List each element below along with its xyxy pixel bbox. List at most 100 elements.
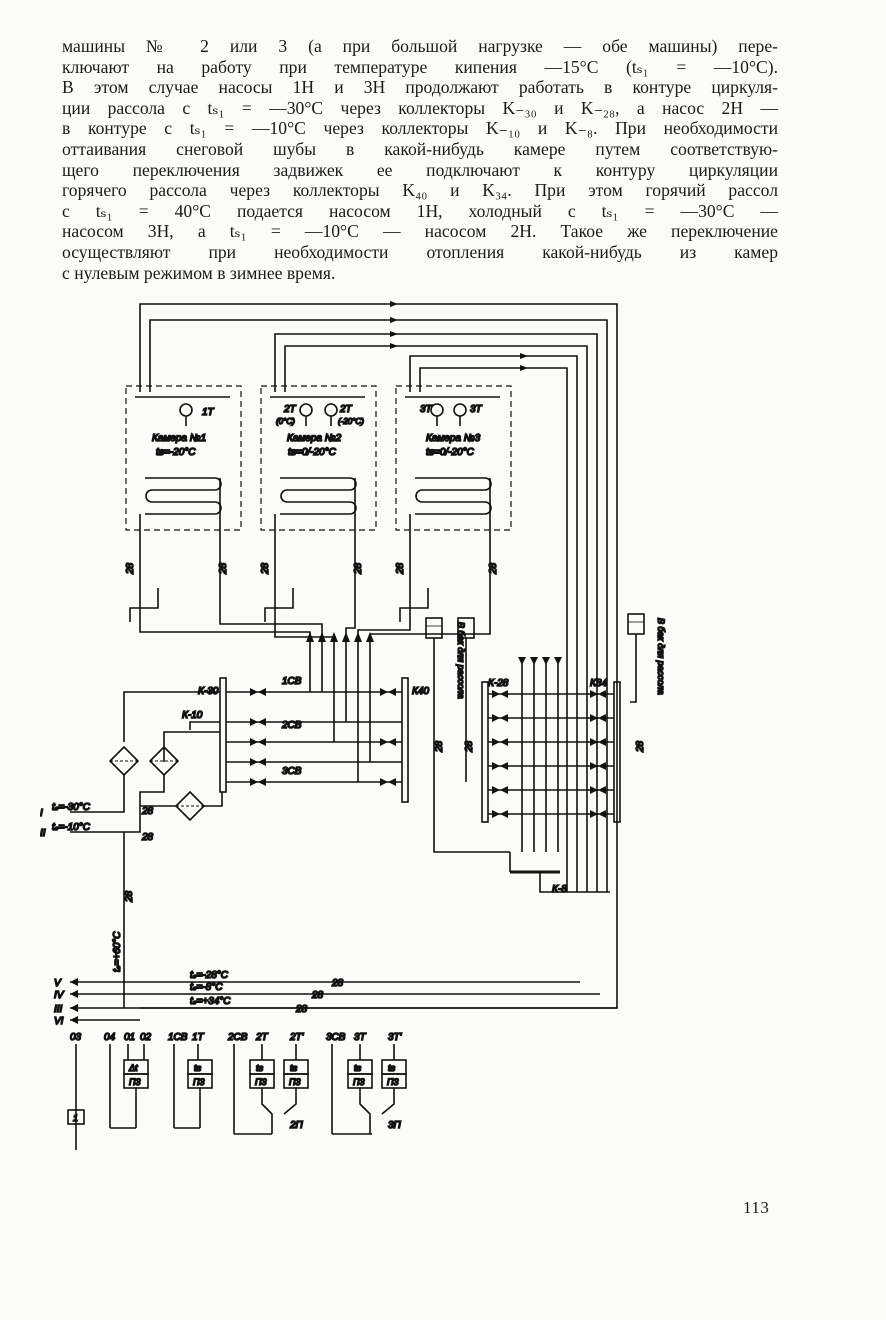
relay-label: 3П (388, 1120, 402, 1131)
text-line: оттаивания снеговой шубы в какой-нибудь … (62, 138, 778, 159)
pipe-label: 28 (488, 562, 499, 575)
text-line: с нулевым режимом в зимнее время. (62, 262, 336, 283)
pipe-label: 28 (125, 562, 136, 575)
pipe-size-labels: 28 28 28 28 28 28 (124, 562, 500, 576)
valve-label: 2СВ (281, 720, 302, 731)
chamber-name: Камера №1 (152, 433, 206, 444)
pipe-label: 28 (295, 1004, 308, 1015)
collector-label: К-28 (488, 678, 509, 689)
text-line: щего переключения задвижек ее подключают… (62, 159, 778, 180)
pipe-label: 28 (141, 806, 154, 817)
pipe-label: 28 (141, 832, 154, 843)
box-top: tв (194, 1063, 202, 1073)
box-bottom: П3 (353, 1077, 365, 1087)
tank-label: В бак для рассола (456, 622, 466, 699)
box-top: tв (388, 1063, 396, 1073)
sensor-label: 2Т (339, 404, 353, 415)
text-line: В этом случае насосы 1Н и 3Н продолжают … (62, 77, 778, 98)
text-line: ции рассола с tₛ₁ = —30°С через коллекто… (62, 97, 778, 118)
box-top: Δt (128, 1063, 138, 1073)
sensor-label: 1Т (202, 407, 215, 418)
tank-label: В бак для рассола (656, 618, 666, 695)
outlet-temp: tₛ=+34°С (190, 996, 231, 1007)
body-paragraph: машины № 2 или 3 (а при большой нагрузке… (62, 36, 778, 283)
collector-label: К-10 (182, 710, 203, 721)
inlet-temp: tₛ=-10°С (52, 822, 91, 833)
chamber-name: Камера №3 (426, 433, 481, 444)
collector-label: К40 (412, 686, 429, 697)
signal-label: 1СВ (168, 1032, 188, 1043)
vertical-temp: tₛ=+60°С (112, 931, 123, 972)
sensor-label: 2Т (283, 404, 297, 415)
pipe-label: 28 (635, 740, 646, 753)
valve-label: 3СВ (282, 766, 302, 777)
chamber-temp: tв=0/-20°С (288, 447, 337, 458)
brine-tank-right: В бак для рассола (627, 613, 667, 703)
signal-label: 1Т (192, 1032, 205, 1043)
chamber-temp: tв=-20°С (156, 447, 196, 458)
signal-label: 04 (104, 1032, 116, 1043)
pipe-size-labels-right: 28 28 28 (433, 740, 647, 754)
sensor-label: 3Т (470, 404, 483, 415)
outlet-roman: VI (54, 1016, 64, 1027)
pipe-label: 28 (331, 978, 344, 989)
sensor-note: (-20°С) (338, 417, 364, 426)
flow-arrows (390, 301, 528, 371)
valve-label: 1СВ (282, 676, 302, 687)
signal-label: 01 (124, 1032, 135, 1043)
filters-and-inlets: I tₛ=-30°С II tₛ=-10°С 28 28 28 tₛ=+60°С (40, 745, 223, 1008)
inlet-temp: tₛ=-30°С (52, 802, 91, 813)
signal-label: 03 (70, 1032, 82, 1043)
inlet-roman: I (40, 808, 43, 819)
text-line: в контуре с tₛ₁ = —10°С через коллекторы… (62, 118, 778, 139)
text-line: осуществляют при необходимости отопления… (62, 241, 778, 262)
signal-label: 2Т (255, 1032, 269, 1043)
pipe-label: 28 (218, 562, 229, 575)
pipe-label: 28 (434, 740, 445, 753)
outlet-roman: III (54, 1004, 63, 1015)
box-bottom: П3 (129, 1077, 141, 1087)
outlet-roman: V (54, 978, 62, 989)
outlet-temp: tₛ=-8°С (190, 982, 223, 993)
box-bottom: П3 (255, 1077, 267, 1087)
brine-tank-left: В бак для рассола (425, 617, 510, 853)
pipe-label: 28 (395, 562, 406, 575)
control-signals: 03 04 01 02 1СВ 1Т 2СВ 2Т 2Т' 3СВ 3Т 3Т'… (67, 1031, 407, 1150)
outlet-lines: V IV III VI tₛ=-28°С tₛ=-8°С tₛ=+34°С 28… (53, 969, 617, 1028)
pipe-label: 28 (353, 562, 364, 575)
pipe-label: 28 (260, 562, 271, 575)
left-collector-block: К-30 К-10 К40 1СВ 2СВ 3СВ (123, 612, 491, 803)
sensor-label: 3Т (420, 404, 433, 415)
signal-label: 3Т (354, 1032, 367, 1043)
text-line: ключают на работу при температуре кипени… (62, 56, 778, 77)
signal-label: 2Т' (289, 1032, 305, 1043)
inlet-roman: II (40, 828, 46, 839)
page-number: 113 (743, 1198, 770, 1217)
chamber-3: 3Т 3Т Камера №3 tв=0/-20°С (395, 385, 512, 622)
outlet-roman: IV (54, 990, 65, 1001)
box-top: tв (290, 1063, 298, 1073)
right-collector-block: К-28 К34 К-8 (481, 657, 621, 896)
sensor-note: (0°С) (276, 417, 295, 426)
text-line: горячего рассола через коллекторы K₄₀ и … (62, 180, 778, 201)
pipe-label: 28 (464, 740, 475, 753)
top-pipe-runs (129, 303, 618, 892)
box-bottom: П3 (193, 1077, 205, 1087)
chamber-name: Камера №2 (287, 433, 342, 444)
text-line: насосом 3Н, а tₛ₁ = —10°С — насосом 2Н. … (62, 221, 778, 242)
outlet-temp: tₛ=-28°С (190, 970, 229, 981)
box-label: 1 (73, 1113, 78, 1123)
box-top: tв (256, 1063, 264, 1073)
signal-label: 2СВ (227, 1032, 248, 1043)
text-line: с tₛ₁ = 40°С подается насосом 1Н, холодн… (62, 200, 778, 221)
brine-circulation-diagram: 1Т Камера №1 tв=-20°С 2Т 2Т (0°С) (-20°С… (40, 301, 667, 1150)
relay-label: 2П (289, 1120, 304, 1131)
chamber-2: 2Т 2Т (0°С) (-20°С) Камера №2 tв=0/-20°С (260, 385, 377, 622)
collector-label: К-8 (552, 884, 567, 895)
pipe-label: 28 (124, 890, 135, 903)
signal-label: 3СВ (326, 1032, 346, 1043)
signal-label: 02 (140, 1032, 152, 1043)
text-line: машины № 2 или 3 (а при большой нагрузке… (62, 36, 778, 56)
chamber-1: 1Т Камера №1 tв=-20°С (125, 385, 242, 622)
box-top: tв (354, 1063, 362, 1073)
